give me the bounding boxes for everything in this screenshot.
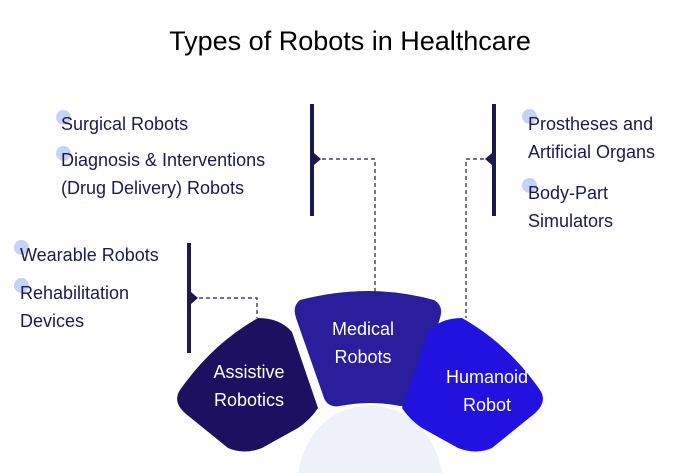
body-part-simulators-item: Body-Part Simulators <box>528 179 613 235</box>
humanoid-segment-line1: Humanoid <box>445 367 529 387</box>
diagnosis-interventions-line1: Diagnosis & Interventions <box>61 150 266 170</box>
prostheses-line2: Artificial Organs <box>528 142 656 162</box>
humanoid-segment-line2: Robot <box>462 395 512 415</box>
medical-segment-line1: Medical <box>331 319 395 339</box>
assistive-segment-label: Assistive Robotics <box>188 358 310 414</box>
center-arc-glow <box>298 405 442 473</box>
prostheses-bullet-icon <box>522 109 537 124</box>
assistive-bracket-arrow <box>191 292 198 304</box>
diagnosis-interventions-line2: (Drug Delivery) Robots <box>61 178 245 198</box>
diagnosis-interventions-item: Diagnosis & Interventions (Drug Delivery… <box>61 146 265 202</box>
rehabilitation-devices-item: Rehabilitation Devices <box>20 279 129 335</box>
medical-segment-line2: Robots <box>334 347 392 367</box>
rehabilitation-devices-bullet-icon <box>14 278 29 293</box>
body-part-simulators-bullet-icon <box>522 178 537 193</box>
prostheses-item: Prostheses and Artificial Organs <box>528 110 655 166</box>
body-part-simulators-line1: Body-Part <box>528 183 609 203</box>
diagnosis-interventions-bullet-icon <box>56 146 71 161</box>
wearable-robots-label: Wearable Robots <box>20 245 159 265</box>
medical-bracket <box>310 104 314 216</box>
medical-bracket-arrow <box>314 153 321 165</box>
medical-segment-label: Medical Robots <box>308 315 418 371</box>
humanoid-bracket-arrow <box>485 153 492 165</box>
surgical-robots-label: Surgical Robots <box>61 114 189 134</box>
assistive-connector <box>199 297 258 318</box>
wearable-robots-item: Wearable Robots <box>20 241 159 269</box>
diagram-title: Types of Robots in Healthcare <box>169 26 531 56</box>
assistive-segment-line2: Robotics <box>213 390 285 410</box>
medical-connector <box>322 158 376 292</box>
wearable-robots-bullet-icon <box>14 240 29 255</box>
humanoid-bracket <box>492 104 496 216</box>
humanoid-segment-label: Humanoid Robot <box>424 363 550 419</box>
humanoid-segment <box>402 318 543 452</box>
body-part-simulators-line2: Simulators <box>528 211 614 231</box>
rehabilitation-devices-line1: Rehabilitation <box>20 283 130 303</box>
prostheses-line1: Prostheses and <box>528 114 654 134</box>
assistive-segment <box>177 318 318 452</box>
surgical-robots-bullet-icon <box>56 110 71 125</box>
rehabilitation-devices-line2: Devices <box>20 311 85 331</box>
assistive-segment-line1: Assistive <box>213 362 285 382</box>
humanoid-connector <box>465 158 484 318</box>
assistive-bracket <box>187 243 191 353</box>
medical-segment <box>294 291 442 407</box>
surgical-robots-item: Surgical Robots <box>61 110 188 138</box>
